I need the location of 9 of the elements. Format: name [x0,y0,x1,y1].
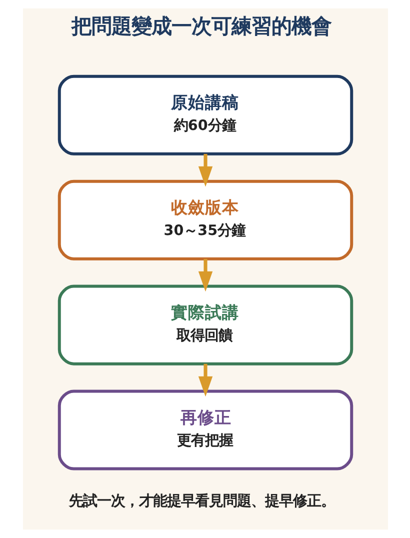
node-box: 實際試講 取得回饋 [57,284,353,366]
diagram-title: 把問題變成一次可練習的機會 [70,14,331,38]
arrow [198,258,212,292]
node-box: 原始講稿 約60分鐘 [57,74,353,156]
arrow [198,364,212,397]
caption: 先試一次，才能提早看見問題、提早修正。 [68,493,334,510]
arrow [198,154,212,187]
node-box: 再修正 更有把握 [57,390,353,470]
node-box: 收斂版本 30～35分鐘 [57,180,353,260]
